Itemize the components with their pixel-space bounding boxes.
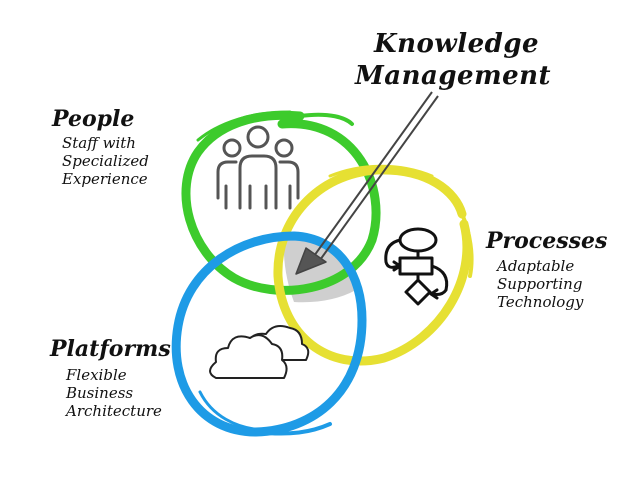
processes-heading: Processes: [486, 228, 608, 254]
platforms-heading: Platforms: [50, 336, 171, 362]
people-line-1: Staff with: [62, 134, 136, 152]
people-circle: [181, 110, 381, 295]
platforms-description: Flexible Business Architecture: [66, 366, 162, 420]
platforms-line-2: Business: [66, 384, 134, 402]
people-line-2: Specialized: [62, 152, 149, 170]
platforms-line-1: Flexible: [66, 366, 127, 384]
processes-line-3: Technology: [497, 293, 584, 311]
platforms-circle: [171, 231, 367, 437]
people-heading: People: [52, 106, 135, 132]
people-group-icon: [216, 125, 300, 210]
cloud-icon: [209, 325, 310, 379]
people-line-3: Experience: [62, 170, 148, 188]
processes-description: Adaptable Supporting Technology: [497, 257, 583, 311]
pointer-arrow: [295, 91, 439, 275]
processes-line-1: Adaptable: [497, 257, 575, 275]
diagram-title-line2: Management: [355, 61, 552, 91]
people-description: Staff with Specialized Experience: [62, 134, 149, 188]
diagram-title-line1: Knowledge: [374, 29, 540, 59]
processes-line-2: Supporting: [497, 275, 583, 293]
platforms-line-3: Architecture: [66, 402, 162, 420]
flowchart-icon: [384, 227, 449, 306]
